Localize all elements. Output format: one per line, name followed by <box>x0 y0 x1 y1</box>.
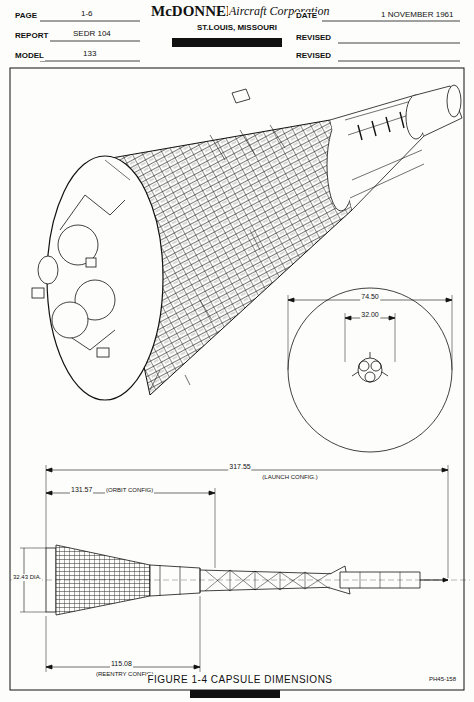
dimension-label: MODEL <box>14 52 45 61</box>
dimension-label: (LAUNCH CONFIG.) <box>261 474 318 481</box>
dimension-label: 317.55 <box>228 463 251 471</box>
dimension-label: 133 <box>82 50 97 59</box>
dimension-label: 131.57 <box>70 486 93 494</box>
dimension-label: PH45-158 <box>428 676 457 683</box>
dimension-label: 74.50 <box>360 293 380 301</box>
dimension-label: REPORT <box>14 32 49 41</box>
dimension-label: (ORBIT CONFIG) <box>105 487 154 494</box>
dimension-label: 1-6 <box>80 10 94 19</box>
dimension-label: 115.08 <box>110 660 133 668</box>
dimension-label: REVISED <box>295 34 332 43</box>
dimension-label: 32.43 DIA. <box>12 574 42 581</box>
dimension-label: DATE <box>295 12 318 21</box>
dimension-label: REVISED <box>295 52 332 61</box>
figure-caption: FIGURE 1-4 CAPSULE DIMENSIONS <box>146 674 333 685</box>
dimension-label: PAGE <box>14 12 38 21</box>
dimension-label: ST.LOUIS, MISSOURI <box>196 24 278 33</box>
dimension-label: SEDR 104 <box>72 30 112 39</box>
dimension-label: 1 NOVEMBER 1961 <box>380 11 454 20</box>
dimension-label: 32.00 <box>360 311 380 319</box>
